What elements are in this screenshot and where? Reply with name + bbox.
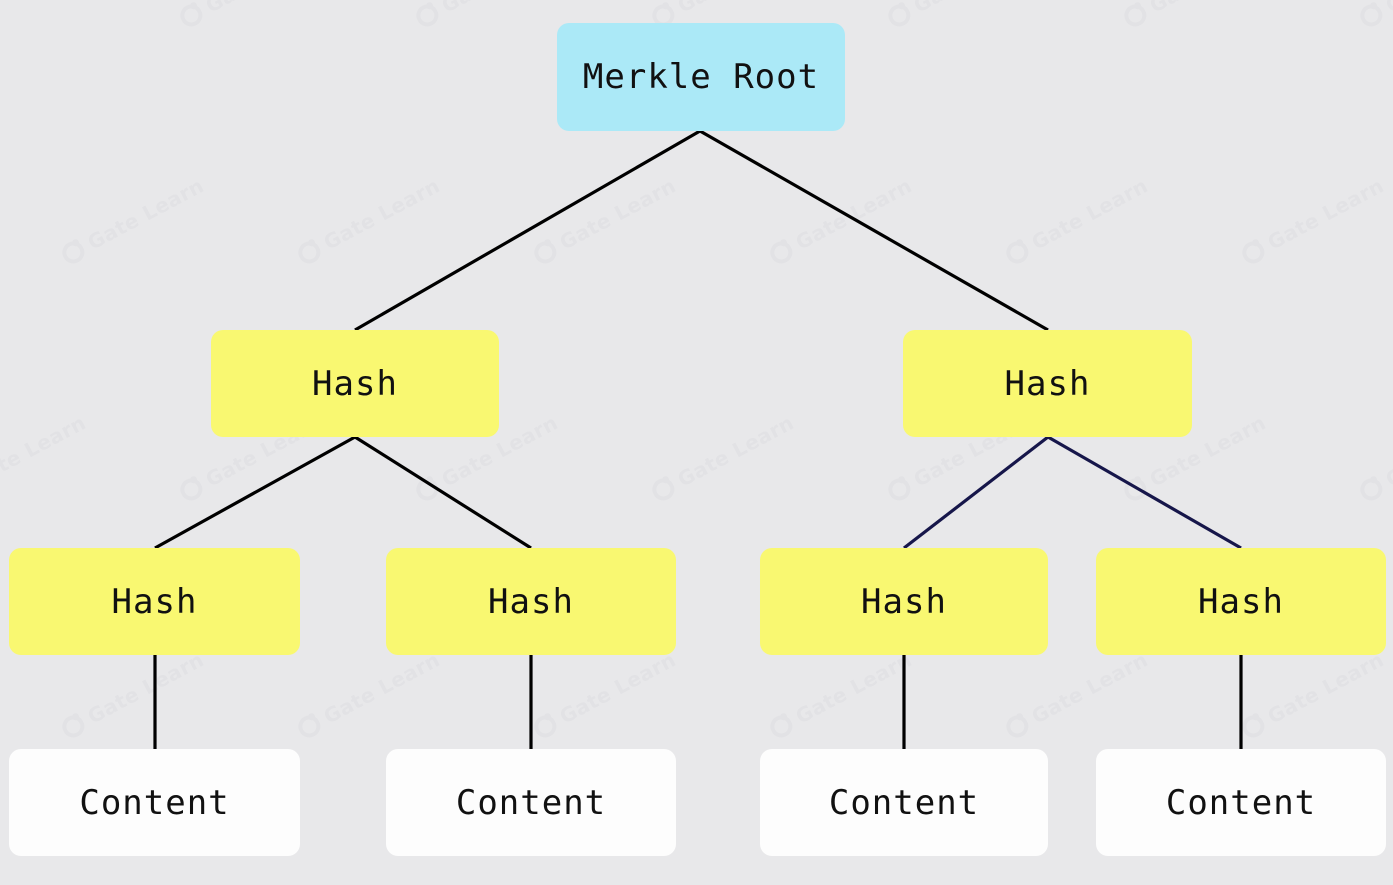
watermark-tile: Gate Learn — [1120, 0, 1270, 31]
watermark-text: Gate Learn — [319, 173, 444, 255]
node-hash-r[interactable]: Hash — [903, 330, 1192, 437]
watermark-text: Gate Learn — [1263, 647, 1388, 729]
node-label: Hash — [488, 581, 574, 622]
node-label: Hash — [312, 363, 398, 404]
gate-g-logo-icon — [176, 1, 206, 31]
watermark-text: Gate Learn — [1381, 410, 1393, 492]
edge-hash-r-to-hash-rr — [1047, 435, 1242, 550]
watermark-text: Gate Learn — [1027, 173, 1152, 255]
node-content-3[interactable]: Content — [760, 749, 1048, 856]
node-content-4[interactable]: Content — [1096, 749, 1386, 856]
gate-g-logo-icon — [412, 475, 442, 505]
watermark-tile: Gate Learn — [648, 410, 798, 505]
gate-g-logo-icon — [1238, 712, 1268, 742]
watermark-tile: Gate Learn — [530, 173, 680, 268]
gate-g-logo-icon — [1120, 475, 1150, 505]
gate-g-logo-icon — [1120, 1, 1150, 31]
node-label: Content — [79, 782, 230, 823]
watermark-text: Gate Learn — [438, 0, 562, 18]
edge-hash-r-to-hash-rl — [903, 435, 1049, 550]
gate-g-logo-icon — [412, 1, 442, 31]
watermark-text: Gate Learn — [83, 173, 208, 255]
node-label: Hash — [861, 581, 947, 622]
watermark-tile: Gate Learn — [884, 0, 1034, 31]
watermark-tile: Gate Learn — [1002, 647, 1152, 742]
watermark-text: Gate Learn — [0, 0, 90, 18]
edge-root-to-hash-l — [354, 129, 701, 332]
node-content-2[interactable]: Content — [386, 749, 676, 856]
watermark-text: Gate Learn — [1263, 173, 1388, 255]
watermark-text: Gate Learn — [319, 647, 444, 729]
watermark-tile: Gate Learn — [1002, 173, 1152, 268]
edge-hash-l-to-hash-lr — [354, 435, 532, 550]
node-label: Hash — [111, 581, 198, 622]
watermark-tile: Gate Learn — [58, 173, 208, 268]
gate-g-logo-icon — [530, 712, 560, 742]
watermark-text: Gate Learn — [202, 0, 326, 18]
watermark-tile: Gate Learn — [766, 173, 916, 268]
gate-g-logo-icon — [176, 475, 206, 505]
watermark-tile: Gate Learn — [294, 647, 444, 742]
watermark-text: Gate Learn — [1027, 647, 1152, 729]
watermark-tile: Gate Learn — [530, 647, 680, 742]
watermark-text: Gate Learn — [791, 647, 916, 729]
gate-g-logo-icon — [58, 712, 88, 742]
node-hash-ll[interactable]: Hash — [9, 548, 300, 655]
watermark-tile: Gate Learn — [176, 0, 326, 31]
gate-g-logo-icon — [294, 712, 324, 742]
watermark-text: Gate Learn — [673, 410, 798, 492]
edge-root-to-hash-r — [699, 129, 1049, 332]
node-label: Content — [1165, 782, 1317, 823]
watermark-text: Gate Learn — [555, 647, 680, 729]
gate-g-logo-icon — [1002, 712, 1032, 742]
watermark-tile: Gate Learn — [1238, 173, 1388, 268]
watermark-tile: Gate Learn — [1238, 647, 1388, 742]
node-label: Merkle Root — [582, 57, 820, 97]
watermark-tile: Gate Learn — [412, 0, 562, 31]
gate-g-logo-icon — [58, 238, 88, 268]
watermark-tile: Gate Learn — [0, 0, 90, 31]
watermark-tile: Gate Learn — [1356, 0, 1393, 31]
gate-g-logo-icon — [766, 238, 796, 268]
watermark-tile: Gate Learn — [1356, 410, 1393, 505]
watermark-text: Gate Learn — [1382, 0, 1393, 18]
gate-g-logo-icon — [766, 712, 796, 742]
gate-g-logo-icon — [1356, 1, 1386, 31]
watermark-text: Gate Learn — [910, 0, 1034, 18]
watermark-text: Gate Learn — [555, 173, 680, 255]
node-root[interactable]: Merkle Root — [557, 23, 845, 131]
node-hash-rr[interactable]: Hash — [1096, 548, 1386, 655]
gate-g-logo-icon — [648, 475, 678, 505]
watermark-tile: Gate Learn — [58, 647, 208, 742]
node-label: Content — [828, 782, 980, 823]
node-hash-lr[interactable]: Hash — [386, 548, 676, 655]
gate-g-logo-icon — [1238, 238, 1268, 268]
gate-g-logo-icon — [530, 238, 560, 268]
watermark-text: Gate Learn — [674, 0, 798, 18]
watermark-text: Gate Learn — [1146, 0, 1270, 18]
gate-g-logo-icon — [884, 475, 914, 505]
watermark-tile: Gate Learn — [294, 173, 444, 268]
watermark-tile: Gate Learn — [766, 647, 916, 742]
node-content-1[interactable]: Content — [9, 749, 300, 856]
watermark-text: Gate Learn — [0, 410, 90, 492]
node-label: Content — [455, 782, 607, 823]
edge-hash-l-to-hash-ll — [154, 435, 356, 550]
watermark-tile: Gate Learn — [0, 410, 90, 505]
watermark-text: Gate Learn — [83, 647, 208, 729]
watermark-text: Gate Learn — [791, 173, 916, 255]
node-hash-rl[interactable]: Hash — [760, 548, 1048, 655]
gate-g-logo-icon — [884, 1, 914, 31]
gate-g-logo-icon — [294, 238, 324, 268]
node-hash-l[interactable]: Hash — [211, 330, 499, 437]
node-label: Hash — [1198, 581, 1284, 622]
node-label: Hash — [1004, 363, 1091, 404]
gate-g-logo-icon — [1356, 475, 1386, 505]
gate-g-logo-icon — [1002, 238, 1032, 268]
